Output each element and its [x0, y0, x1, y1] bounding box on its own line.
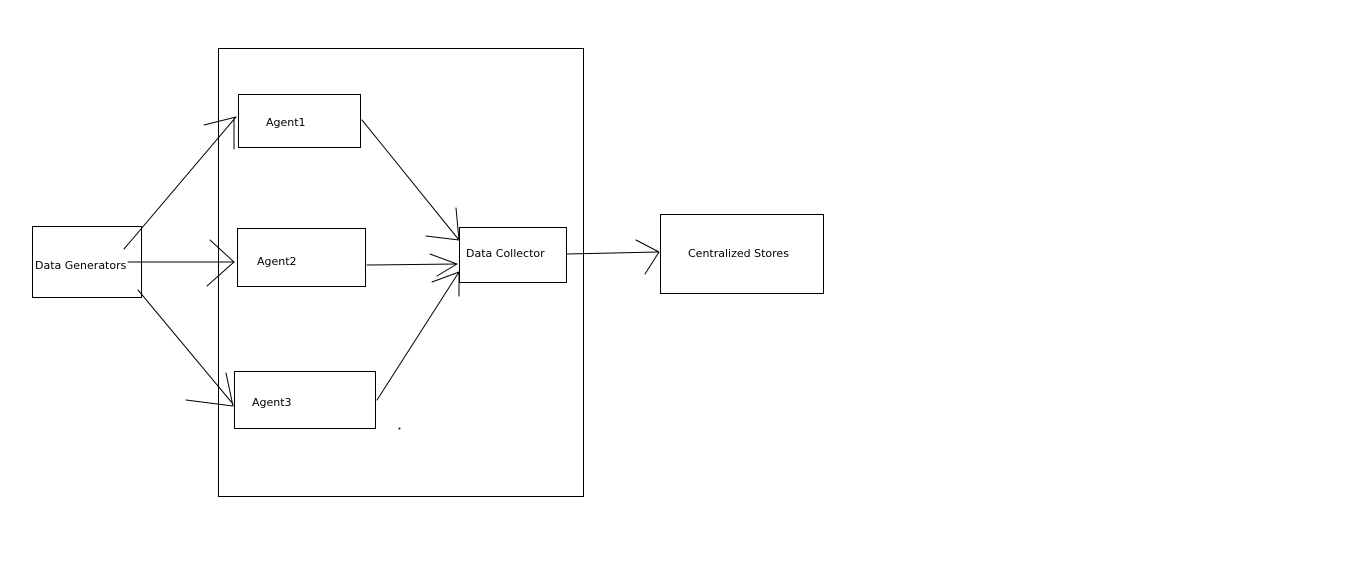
data-generators-node: Data Generators: [32, 226, 142, 298]
agent3-node: Agent3: [234, 371, 376, 429]
data-generators-label: Data Generators: [35, 259, 127, 272]
arrow-generators-to-agent1: [123, 116, 237, 250]
agent2-box: [237, 228, 366, 287]
stray-dot: [398, 427, 401, 430]
agent1-node: Agent1: [238, 94, 361, 148]
centralized-stores-box: [660, 214, 824, 294]
data-collector-box: [459, 227, 567, 283]
agent-container-box: [218, 48, 584, 497]
agent2-node: Agent2: [237, 228, 366, 287]
arrow-agent2-to-collector: [366, 253, 458, 277]
arrow-agent3-to-collector: [376, 271, 460, 401]
arrow-agent1-to-collector: [361, 119, 460, 241]
centralized-stores-node: Centralized Stores: [660, 214, 824, 294]
agent3-label: Agent3: [252, 396, 292, 409]
arrow-generators-to-agent3: [137, 289, 234, 407]
data-collector-node: Data Collector: [459, 227, 567, 283]
centralized-stores-label: Centralized Stores: [688, 247, 789, 260]
arrow-collector-to-stores: [566, 239, 660, 275]
arrow-generators-to-agent2: [127, 239, 235, 287]
data-collector-label: Data Collector: [466, 247, 545, 260]
agent1-label: Agent1: [266, 116, 306, 129]
agent2-label: Agent2: [257, 255, 297, 268]
agent1-box: [238, 94, 361, 148]
agent3-box: [234, 371, 376, 429]
